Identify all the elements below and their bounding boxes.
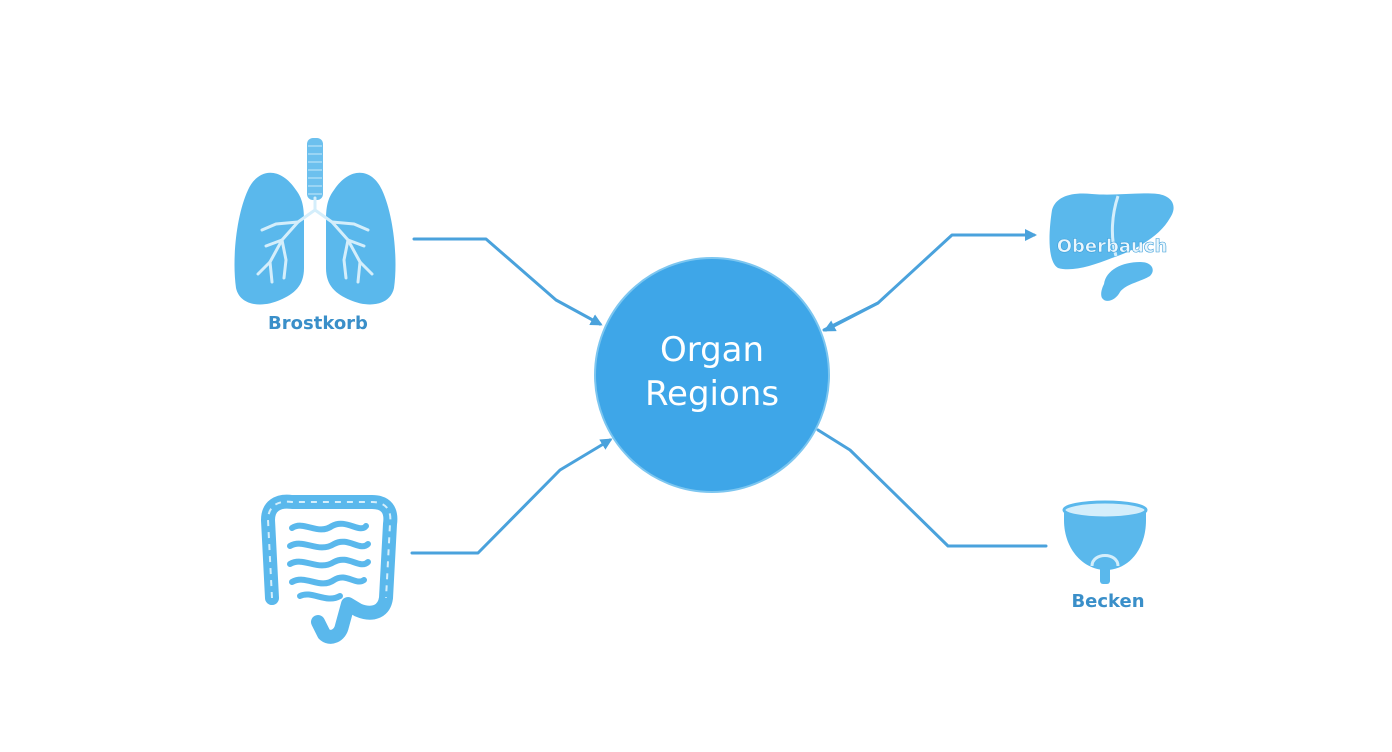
- label-upper-abdomen: Oberbauch: [1057, 236, 1168, 257]
- connector-upper-abdomen-arrow-back: [823, 301, 880, 332]
- label-pelvis: Becken: [1071, 591, 1144, 612]
- center-node: Organ Regions: [594, 257, 830, 493]
- connector-chest-to-center: [412, 237, 603, 326]
- lungs-icon: [234, 138, 396, 305]
- center-title-line2: Regions: [645, 374, 779, 414]
- pelvis-bowl-icon: [1062, 500, 1148, 584]
- label-chest: Brostkorb: [268, 313, 368, 334]
- liver-icon: [1049, 193, 1174, 301]
- intestines-icon: [261, 494, 398, 644]
- connector-center-to-pelvis: [816, 428, 1048, 548]
- connector-intestines-to-center: [410, 438, 613, 555]
- center-title-line1: Organ: [660, 330, 764, 370]
